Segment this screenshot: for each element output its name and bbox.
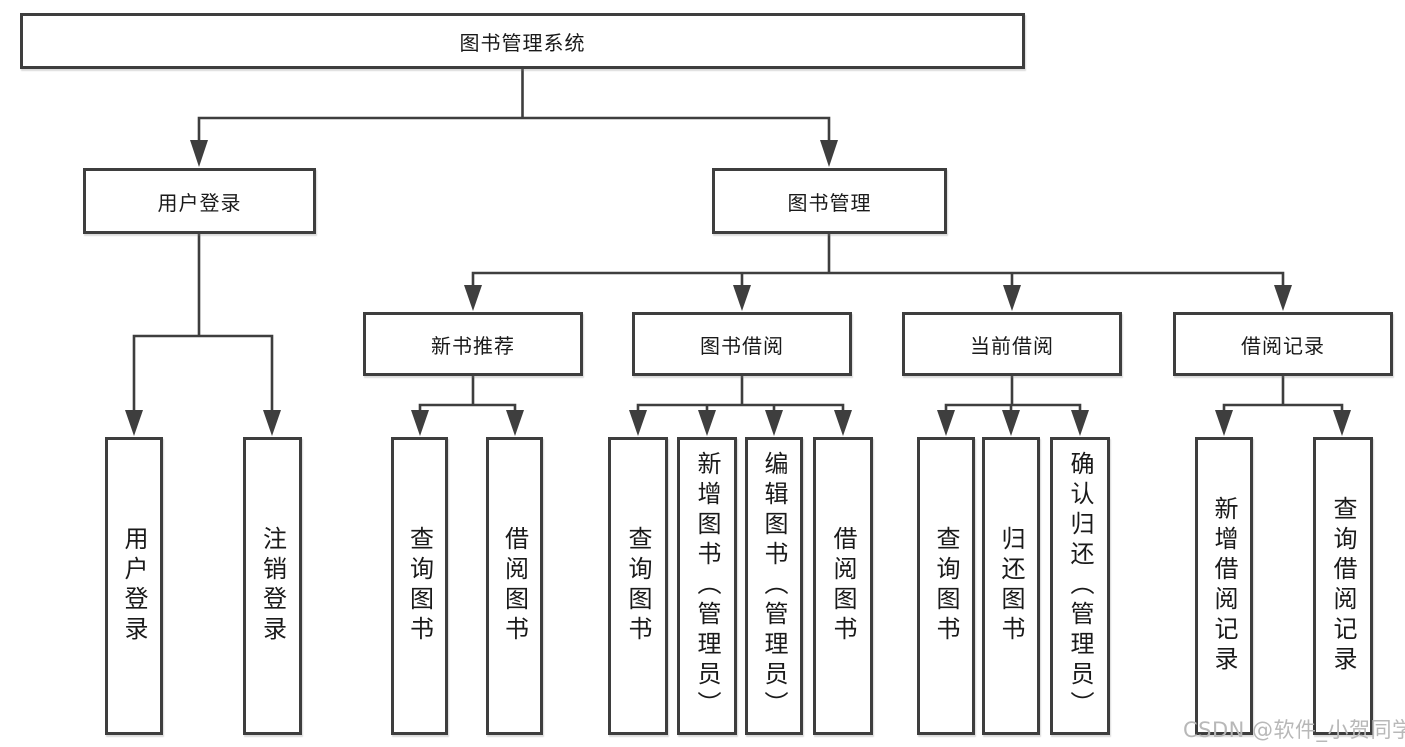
node-user-login-label: 用户登录 <box>157 190 242 215</box>
arrowhead-icon <box>125 410 143 436</box>
leaf-newbooks-borrow-label: 借阅图书 <box>500 526 529 646</box>
arrowhead-icon <box>937 410 955 436</box>
leaf-newbooks-query-label: 查询图书 <box>405 526 434 646</box>
csdn-watermark: CSDN @软件_小贺同学 <box>1183 718 1405 742</box>
arrowhead-icon <box>698 410 716 436</box>
leaf-bookborrow-add: 新增图书（管理员） <box>677 437 737 735</box>
leaf-bookborrow-borrow-label: 借阅图书 <box>829 526 857 646</box>
arrowhead-icon <box>190 140 208 167</box>
leaf-bookborrow-query: 查询图书 <box>608 437 668 735</box>
arrowhead-icon <box>1333 410 1351 436</box>
connector-current-borrow-split <box>944 374 1082 416</box>
arrowhead-icon <box>464 285 482 311</box>
leaf-records-add: 新增借阅记录 <box>1195 437 1253 735</box>
connector-book-mgmt-split <box>471 232 1285 291</box>
node-book-borrow: 图书借阅 <box>632 312 852 376</box>
arrowhead-icon <box>834 410 852 436</box>
arrowhead-icon <box>506 410 524 436</box>
node-current-borrow: 当前借阅 <box>902 312 1122 376</box>
arrowhead-icon <box>1215 410 1233 436</box>
node-new-books: 新书推荐 <box>363 312 583 376</box>
leaf-records-add-label: 新增借阅记录 <box>1210 496 1238 676</box>
leaf-currentborrow-query: 查询图书 <box>917 437 975 735</box>
leaf-newbooks-borrow: 借阅图书 <box>486 437 543 735</box>
leaf-currentborrow-return-label: 归还图书 <box>997 526 1025 646</box>
leaf-bookborrow-query-label: 查询图书 <box>624 526 652 646</box>
node-user-login: 用户登录 <box>83 168 316 234</box>
node-borrow-records-label: 借阅记录 <box>1241 333 1325 358</box>
node-book-borrow-label: 图书借阅 <box>700 333 784 358</box>
arrowheads <box>125 140 1351 436</box>
arrowhead-icon <box>1071 410 1089 436</box>
node-new-books-label: 新书推荐 <box>431 333 515 358</box>
connector-paths <box>132 67 1344 416</box>
leaf-user-login: 用户登录 <box>105 437 163 735</box>
arrowhead-icon <box>1274 285 1292 311</box>
connector-user-login-split <box>132 232 274 416</box>
node-book-mgmt-label: 图书管理 <box>787 190 872 215</box>
connector-borrow-records-split <box>1222 374 1344 416</box>
arrowhead-icon <box>733 285 751 311</box>
leaf-bookborrow-add-label: 新增图书（管理员） <box>693 451 721 721</box>
leaf-newbooks-query: 查询图书 <box>391 437 448 735</box>
leaf-currentborrow-return: 归还图书 <box>982 437 1040 735</box>
node-root: 图书管理系统 <box>20 13 1025 69</box>
leaf-logout: 注销登录 <box>243 437 302 735</box>
arrowhead-icon <box>1002 410 1020 436</box>
node-root-label: 图书管理系统 <box>459 30 586 55</box>
leaf-bookborrow-borrow: 借阅图书 <box>813 437 873 735</box>
leaf-logout-label: 注销登录 <box>258 526 287 646</box>
connector-new-books-split <box>418 374 517 416</box>
node-book-mgmt: 图书管理 <box>712 168 947 234</box>
arrowhead-icon <box>411 410 429 436</box>
leaf-user-login-label: 用户登录 <box>120 526 148 646</box>
leaf-currentborrow-query-label: 查询图书 <box>932 526 960 646</box>
connector-root-split <box>197 67 831 146</box>
arrowhead-icon <box>765 410 783 436</box>
leaf-records-query-label: 查询借阅记录 <box>1329 496 1357 676</box>
leaf-currentborrow-confirm-label: 确认归还（管理员） <box>1066 451 1094 721</box>
arrowhead-icon <box>820 140 838 167</box>
arrowhead-icon <box>1003 285 1021 311</box>
leaf-currentborrow-confirm: 确认归还（管理员） <box>1050 437 1110 735</box>
connector-book-borrow-split <box>636 374 845 416</box>
arrowhead-icon <box>263 410 281 436</box>
arrowhead-icon <box>629 410 647 436</box>
leaf-records-query: 查询借阅记录 <box>1313 437 1373 735</box>
leaf-bookborrow-edit-label: 编辑图书（管理员） <box>760 451 788 721</box>
leaf-bookborrow-edit: 编辑图书（管理员） <box>745 437 803 735</box>
node-borrow-records: 借阅记录 <box>1173 312 1393 376</box>
node-current-borrow-label: 当前借阅 <box>970 333 1054 358</box>
